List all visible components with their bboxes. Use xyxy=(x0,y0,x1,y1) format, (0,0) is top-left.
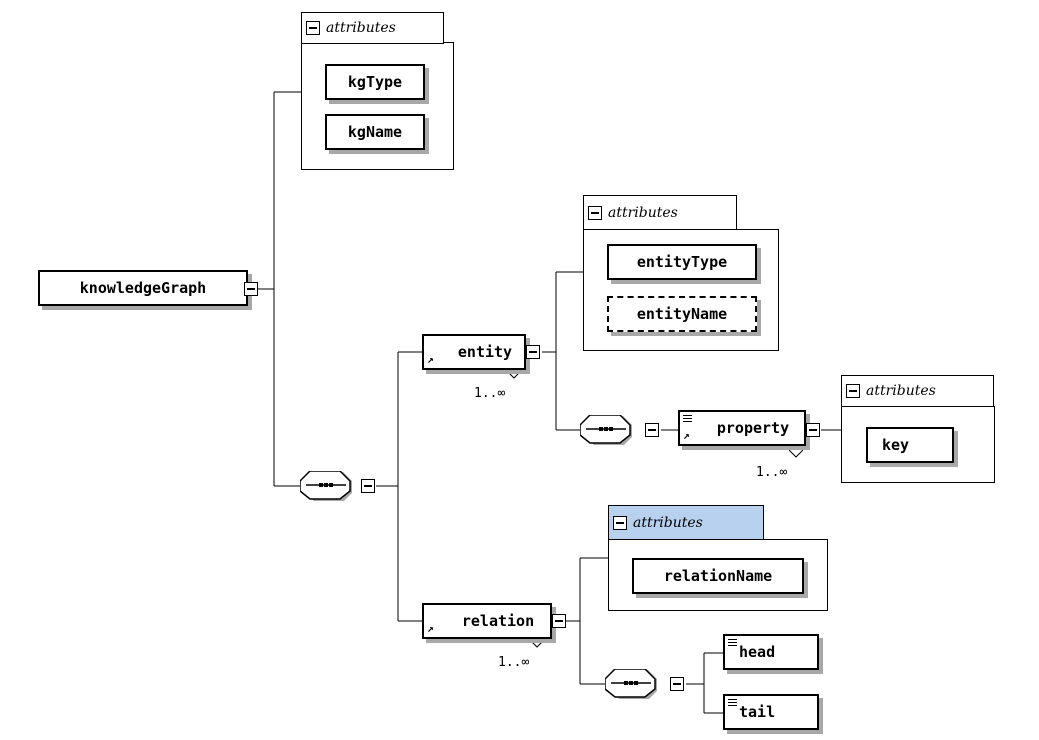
root-attributes-collapse-icon[interactable] xyxy=(306,21,320,35)
relation-collapse-icon[interactable] xyxy=(552,614,566,628)
reference-arrow-icon: ↗ xyxy=(683,429,690,442)
entity-collapse-icon[interactable] xyxy=(526,345,540,359)
tail-element[interactable]: tail xyxy=(723,694,819,730)
property-multiplicity: 1..∞ xyxy=(756,465,788,480)
property-element[interactable]: ↗ property xyxy=(678,410,809,449)
entity-attributes-header[interactable]: attributes xyxy=(583,195,737,230)
attribute-entitytype-label: entityType xyxy=(636,253,728,271)
relation-element[interactable]: ↗ relation xyxy=(422,603,555,642)
entity-sequence-collapse-icon[interactable] xyxy=(645,423,659,437)
attribute-entitytype[interactable]: entityType xyxy=(607,244,757,280)
knowledgegraph-element[interactable]: knowledgeGraph xyxy=(38,270,248,306)
entity-attributes-label: attributes xyxy=(608,204,678,221)
reference-arrow-icon: ↗ xyxy=(427,353,434,366)
attribute-relationname[interactable]: relationName xyxy=(632,558,804,594)
entity-attributes-collapse-icon[interactable] xyxy=(588,205,602,220)
attribute-key-label: key xyxy=(882,436,910,454)
relation-attributes-header-selected[interactable]: attributes xyxy=(608,505,764,540)
attribute-kgname-label: kgName xyxy=(347,123,403,141)
entity-element[interactable]: ↗ entity xyxy=(422,334,529,373)
root-attributes-header[interactable]: attributes xyxy=(301,12,444,44)
documentation-icon xyxy=(728,699,737,706)
relation-sequence-compositor-icon[interactable] xyxy=(605,669,657,699)
property-attributes-label: attributes xyxy=(866,383,936,399)
relation-multiplicity: 1..∞ xyxy=(498,655,530,670)
relation-sequence-collapse-icon[interactable] xyxy=(670,677,684,691)
attribute-kgname[interactable]: kgName xyxy=(325,114,425,150)
attribute-entityname-label: entityName xyxy=(636,305,728,323)
tail-label: tail xyxy=(739,703,776,721)
head-label: head xyxy=(739,643,776,661)
root-attributes-group xyxy=(301,42,454,170)
attribute-relationname-label: relationName xyxy=(663,567,773,585)
documentation-icon xyxy=(683,415,692,422)
attribute-kgtype[interactable]: kgType xyxy=(325,64,425,100)
entity-multiplicity: 1..∞ xyxy=(474,386,506,401)
attribute-kgtype-label: kgType xyxy=(347,73,403,91)
sequence-compositor-icon[interactable] xyxy=(300,471,352,501)
relation-label: relation xyxy=(461,612,535,630)
root-attributes-label: attributes xyxy=(326,20,396,36)
relation-attributes-label: attributes xyxy=(633,514,703,531)
property-attributes-collapse-icon[interactable] xyxy=(846,384,860,398)
head-element[interactable]: head xyxy=(723,634,819,670)
attribute-key[interactable]: key xyxy=(866,427,954,463)
property-collapse-icon[interactable] xyxy=(806,423,820,437)
entity-sequence-compositor-icon[interactable] xyxy=(580,415,632,445)
root-collapse-icon[interactable] xyxy=(244,282,258,296)
knowledgegraph-label: knowledgeGraph xyxy=(79,279,207,297)
documentation-icon xyxy=(728,639,737,646)
relation-attributes-collapse-icon[interactable] xyxy=(613,515,627,530)
sequence-collapse-icon[interactable] xyxy=(361,479,375,493)
property-label: property xyxy=(716,419,790,437)
reference-arrow-icon: ↗ xyxy=(427,622,434,635)
attribute-entityname-optional[interactable]: entityName xyxy=(607,296,757,332)
entity-label: entity xyxy=(457,343,513,361)
property-attributes-header[interactable]: attributes xyxy=(841,375,994,407)
